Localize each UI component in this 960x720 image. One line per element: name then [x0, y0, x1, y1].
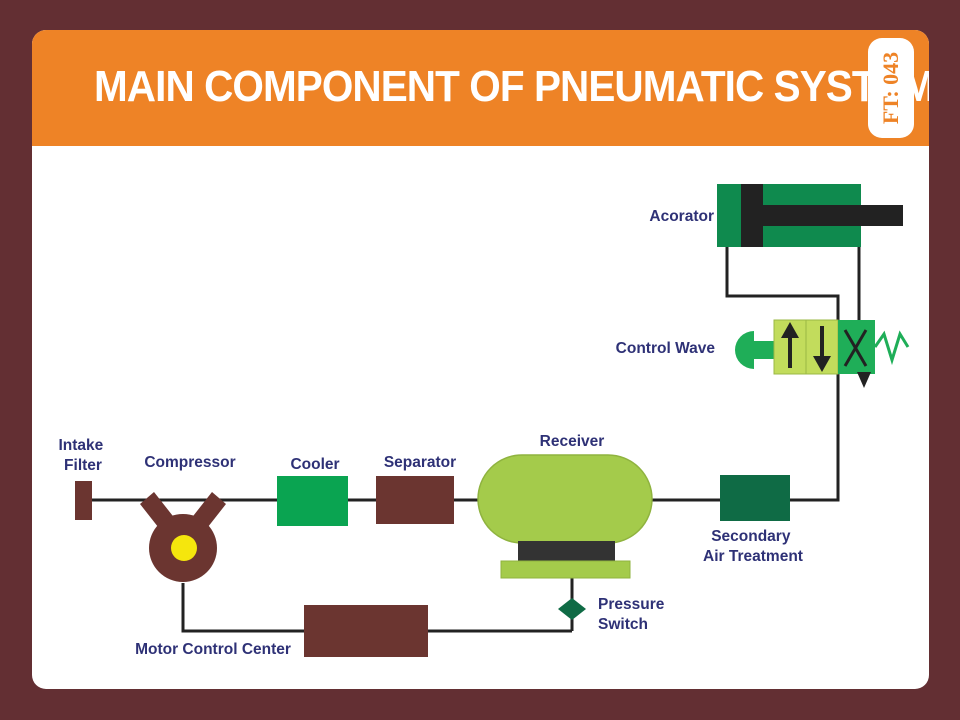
control-valve	[735, 319, 910, 388]
label-intake-filter-line2: Filter	[64, 457, 102, 474]
label-compressor: Compressor	[144, 454, 235, 471]
pipe-secondary-to-valve	[790, 374, 840, 502]
label-pressure-switch-line2: Switch	[598, 616, 648, 633]
separator-block	[376, 476, 454, 524]
compressor-icon	[140, 492, 226, 582]
label-cooler: Cooler	[290, 456, 339, 473]
header-banner: MAIN COMPONENT OF PNEUMATIC SYSTEM FT: 0…	[32, 30, 929, 146]
pipes	[92, 246, 861, 633]
label-acorator: Acorator	[649, 208, 714, 225]
intake-filter-block	[75, 481, 92, 520]
label-secondary-air-treatment: Secondary Air Treatment	[703, 528, 803, 565]
label-pressure-switch-line1: Pressure	[598, 596, 665, 613]
receiver-tank	[477, 454, 653, 579]
label-intake-filter-line1: Intake	[58, 437, 103, 454]
page-title: MAIN COMPONENT OF PNEUMATIC SYSTEM	[94, 62, 929, 111]
label-secondary-line2: Air Treatment	[703, 548, 803, 565]
label-motor-control-center: Motor Control Center	[135, 641, 291, 658]
label-pressure-switch: Pressure Switch	[598, 596, 669, 633]
label-receiver: Receiver	[540, 433, 605, 450]
code-badge: FT: 043	[868, 38, 914, 138]
label-control-wave: Control Wave	[616, 340, 716, 357]
spring-icon	[873, 330, 910, 366]
motor-control-center-block	[304, 605, 428, 657]
secondary-air-treatment-block	[720, 475, 790, 521]
pipe-mcc-to-compressor	[181, 583, 304, 633]
valve-actuator-icon	[735, 331, 754, 369]
label-separator: Separator	[384, 454, 456, 471]
pipe-cylinder-left	[725, 246, 840, 322]
label-intake-filter: Intake Filter	[58, 437, 107, 474]
label-secondary-line1: Secondary	[711, 528, 791, 545]
pressure-switch-icon	[558, 598, 586, 620]
cooler-block	[277, 476, 348, 526]
actuator-cylinder	[717, 184, 903, 247]
